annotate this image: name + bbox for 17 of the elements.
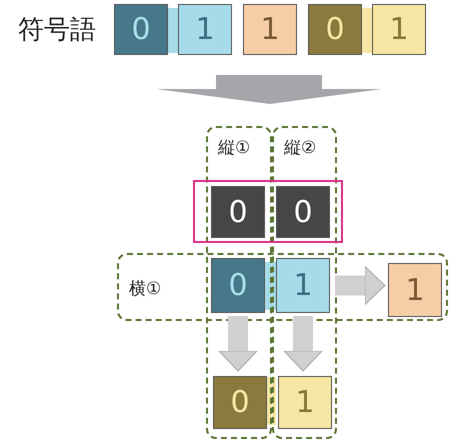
group-label: 横① bbox=[129, 278, 162, 300]
group-label: 縦② bbox=[284, 137, 316, 159]
bit-box: 0 bbox=[211, 186, 265, 238]
bit-box: 1 bbox=[276, 258, 330, 313]
bit-box: 0 bbox=[276, 186, 330, 238]
highlight-box bbox=[193, 180, 343, 243]
bit-box: 0 bbox=[308, 4, 362, 55]
bit-box: 0 bbox=[114, 4, 168, 55]
bit-box: 1 bbox=[388, 263, 442, 317]
bit-box: 0 bbox=[211, 258, 265, 313]
bit-box: 1 bbox=[178, 4, 232, 55]
bit-box: 1 bbox=[243, 4, 297, 55]
bit-box: 1 bbox=[278, 376, 332, 429]
group-label: 縦① bbox=[218, 137, 250, 159]
bit-box: 1 bbox=[372, 4, 426, 55]
bit-box: 0 bbox=[213, 376, 267, 429]
label: 符号語 bbox=[18, 14, 96, 47]
